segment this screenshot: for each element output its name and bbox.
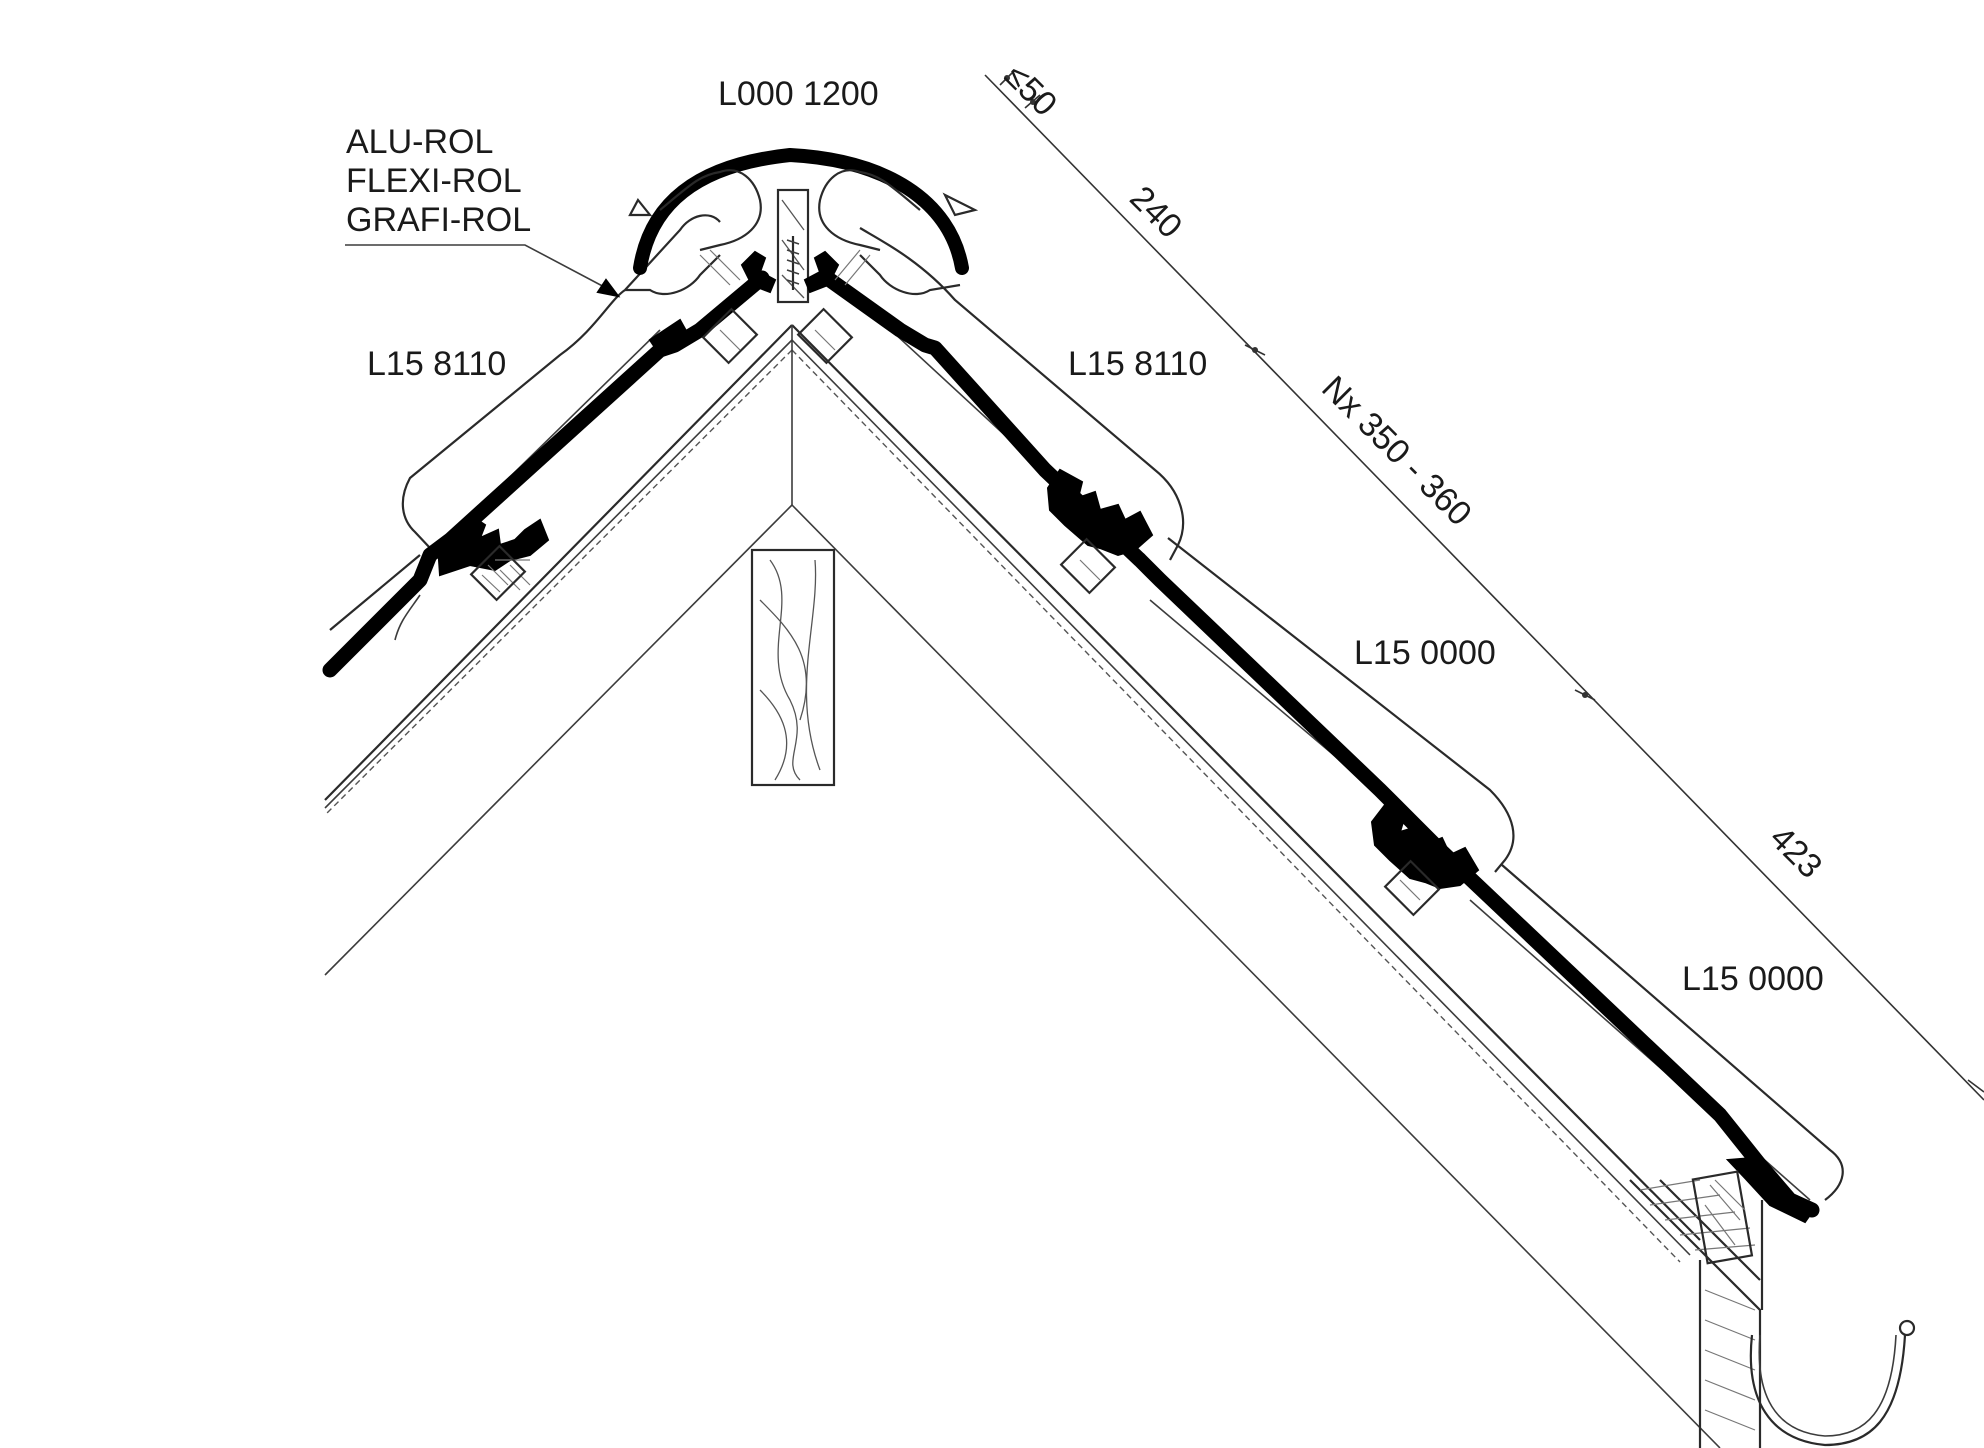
right-slope-tiles <box>822 227 1844 1310</box>
dim-batten-spacing: Nx 350 - 360 <box>1314 369 1479 534</box>
ridge-roll-label-alu: ALU-ROL <box>346 123 493 161</box>
right-middle-tile-label: L15 0000 <box>1354 634 1496 672</box>
dim-eave-batten: 423 <box>1762 819 1829 886</box>
tile-battens <box>469 307 1441 917</box>
ridge-tile-label: L000 1200 <box>718 75 879 113</box>
dim-top-gap: ≤50 <box>997 57 1064 124</box>
dimension-line <box>984 69 1984 1101</box>
left-top-tile-label: L15 8110 <box>367 345 506 383</box>
right-lower-tile-label: L15 0000 <box>1682 960 1824 998</box>
ridge-roll-label-flexi: FLEXI-ROL <box>346 162 522 200</box>
structure-lines <box>324 324 1721 1448</box>
ridge-tile <box>625 148 979 296</box>
left-slope-tiles <box>322 214 770 678</box>
ridge-roll-leader <box>345 244 621 298</box>
ridge-batten <box>776 188 810 304</box>
ridge-roll-label-grafi: GRAFI-ROL <box>346 201 531 239</box>
ridge-beam-wood <box>750 548 836 787</box>
eave-detail <box>1629 1170 1916 1448</box>
dim-first-batten: 240 <box>1122 179 1189 246</box>
right-top-tile-label: L15 8110 <box>1068 345 1207 383</box>
